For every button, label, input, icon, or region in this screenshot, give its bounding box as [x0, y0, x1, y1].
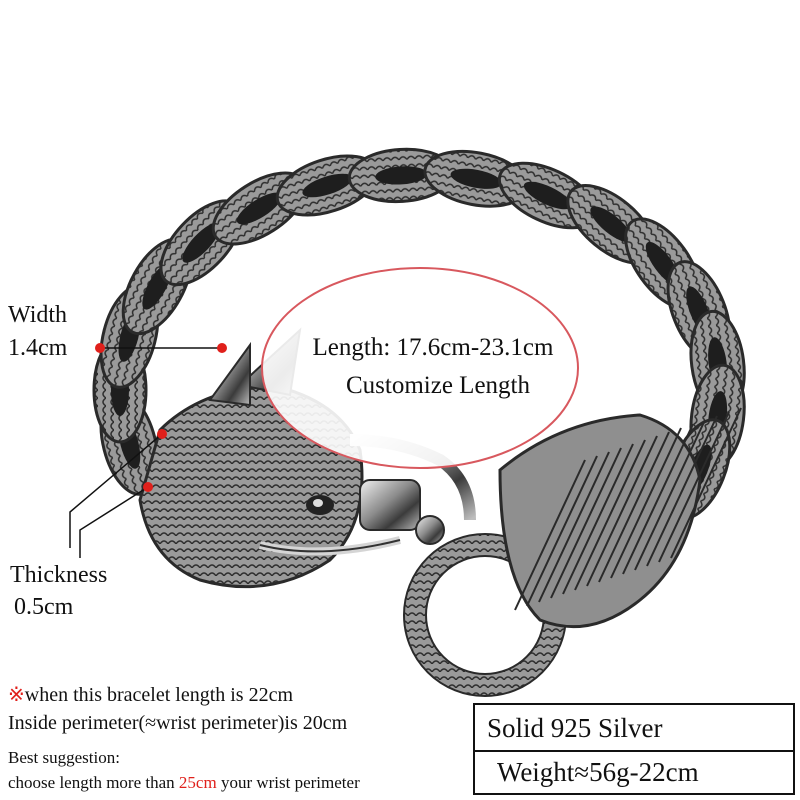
- suggestion-after: your wrist perimeter: [216, 773, 360, 792]
- thickness-value: 0.5cm: [14, 594, 74, 620]
- feather-line: [514, 459, 586, 611]
- note-line-2: Inside perimeter(≈wrist perimeter)is 20c…: [8, 712, 348, 734]
- spec-box: Solid 925 Silver Weight≈56g-22cm: [473, 703, 795, 795]
- feather-line: [586, 435, 658, 587]
- reference-mark-icon: ※: [8, 684, 25, 706]
- chain-link-hole: [590, 206, 633, 243]
- feather-line: [634, 419, 706, 571]
- material-text: Solid 925 Silver: [487, 713, 663, 743]
- thickness-title: Thickness: [10, 562, 108, 588]
- chain-link-hole: [450, 168, 502, 189]
- feather-line: [574, 439, 646, 591]
- width-marker: [95, 343, 227, 353]
- width-value: 1.4cm: [8, 335, 68, 361]
- feather-line: [562, 443, 634, 595]
- length-range-text: Length: 17.6cm-23.1cm: [312, 334, 554, 361]
- chain-link-hole: [302, 173, 353, 198]
- chain-link-hole: [236, 192, 282, 225]
- feather-line: [622, 423, 694, 575]
- feather-line: [526, 455, 598, 607]
- suggestion-title: Best suggestion:: [8, 748, 120, 767]
- feather-line: [646, 415, 718, 567]
- suggestion-highlight: 25cm: [178, 773, 217, 792]
- feather-line: [550, 447, 622, 599]
- weight-text: Weight≈56g-22cm: [497, 757, 699, 787]
- thickness-marker: [69, 429, 167, 558]
- customize-length-text: Customize Length: [346, 372, 530, 399]
- feather-line: [658, 411, 730, 563]
- width-title: Width: [8, 302, 68, 328]
- suggestion-text: choose length more than 25cm your wrist …: [8, 772, 360, 794]
- chain-link-hole: [523, 181, 572, 210]
- feather-end: [498, 407, 742, 629]
- note-line-1: ※when this bracelet length is 22cm: [8, 682, 293, 708]
- chain-link-hole: [375, 166, 428, 185]
- feather-line: [538, 451, 610, 603]
- chain-link-hole: [182, 222, 221, 263]
- feather-line: [598, 431, 670, 583]
- feather-line: [610, 427, 682, 579]
- suggestion-before: choose length more than: [8, 773, 179, 792]
- length-oval: [261, 267, 579, 469]
- feather-line: [670, 407, 742, 559]
- spec-box-divider: [475, 750, 793, 752]
- note-line-1-text: when this bracelet length is 22cm: [24, 684, 294, 706]
